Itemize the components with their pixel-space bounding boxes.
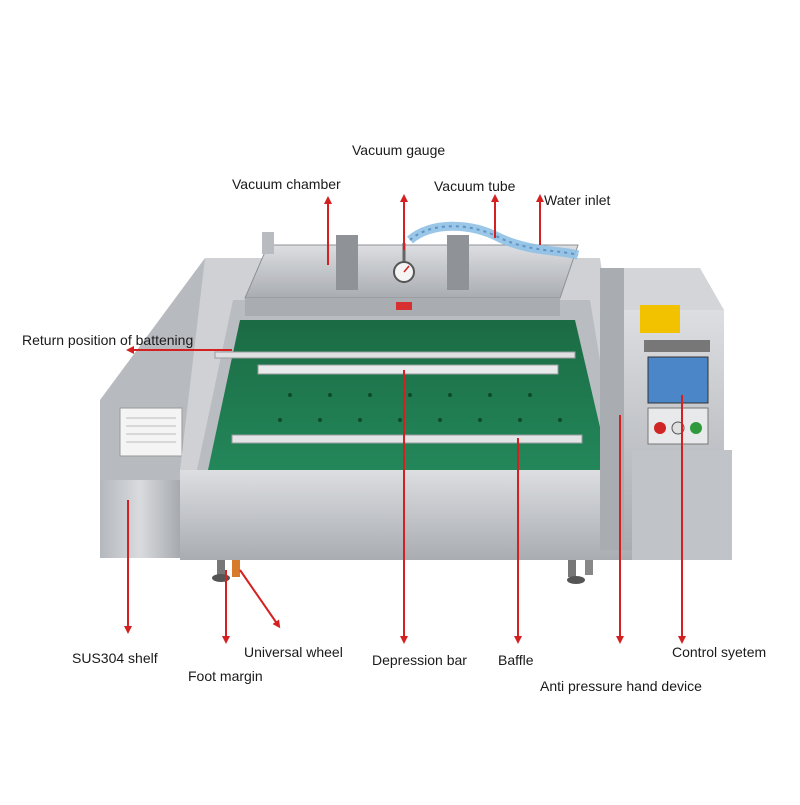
label-sus304-shelf: SUS304 shelf	[72, 650, 158, 666]
label-water-inlet: Water inlet	[544, 192, 611, 208]
warning-sticker-icon	[640, 305, 680, 333]
leader-arrows	[124, 194, 686, 644]
label-foot-margin: Foot margin	[188, 668, 263, 684]
label-control-system: Control syetem	[672, 644, 767, 660]
label-return-position: Return position of battening	[22, 332, 194, 348]
label-vacuum-tube: Vacuum tube	[434, 178, 516, 194]
arrow-universal-wheel	[239, 569, 281, 629]
conveyor-belt	[208, 320, 610, 470]
label-anti-pressure: Anti pressure hand device	[540, 678, 702, 694]
label-vacuum-chamber: Vacuum chamber	[232, 176, 341, 192]
label-universal-wheel: Universal wheel	[244, 644, 343, 660]
label-vacuum-gauge: Vacuum gauge	[352, 142, 446, 158]
label-depression-bar: Depression bar	[372, 652, 467, 668]
screen-icon	[647, 356, 709, 404]
label-baffle: Baffle	[498, 652, 534, 668]
